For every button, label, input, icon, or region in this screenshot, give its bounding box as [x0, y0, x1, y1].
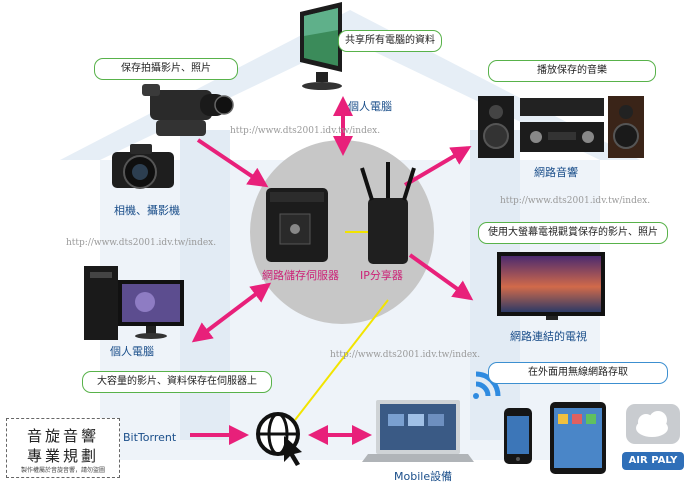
label-router: IP分享器 [360, 269, 403, 282]
logo-line-1: 音旋音響 [26, 427, 99, 445]
watermark-3: http://www.dts2001.idv.tw/index. [66, 238, 217, 248]
bubble-save-video-photo: 保存拍攝影片、照片 [94, 58, 238, 80]
bubble-watch-tv: 使用大螢幕電視觀賞保存的影片、照片 [478, 222, 668, 244]
label-airplay: AIR PALY [628, 455, 678, 466]
desktop-computer-icon [300, 2, 342, 90]
nas-server-icon [266, 188, 328, 262]
logo-line-2: 專業規劃 [26, 447, 99, 465]
watermark-4: http://www.dts2001.idv.tw/index. [330, 350, 481, 360]
hifi-speakers-icon [478, 96, 644, 158]
label-tv: 網路連結的電視 [510, 330, 587, 343]
label-nas: 網路儲存伺服器 [262, 269, 339, 282]
cloud-icon [622, 404, 684, 470]
desktop-tower-icon [84, 266, 184, 340]
watermark-1: http://www.dts2001.idv.tw/index. [230, 126, 381, 136]
label-mobile: Mobile設備 [394, 470, 453, 483]
watermark-2: http://www.dts2001.idv.tw/index. [500, 196, 651, 206]
amplifier-icon [520, 98, 604, 152]
label-audio: 網路音響 [534, 166, 578, 179]
bubble-play-music: 播放保存的音樂 [488, 60, 656, 82]
pink-arrows [190, 96, 474, 445]
dslr-camera-icon [112, 144, 174, 189]
tablet-icon [550, 402, 606, 474]
flat-tv-icon [497, 252, 605, 320]
camcorder-icon [142, 84, 234, 136]
smartphone-icon [504, 408, 532, 464]
bubble-outdoor-wireless: 在外面用無線網路存取 [488, 362, 668, 384]
bubble-save-large: 大容量的影片、資料保存在伺服器上 [82, 371, 272, 393]
bubble-share-all-pc: 共享所有電腦的資料 [338, 30, 442, 52]
label-pc-top: 個人電腦 [348, 100, 392, 113]
logo-copyright: 製作權屬於音旋音響，請勿盜圖 [20, 467, 105, 474]
label-bittorrent: BitTorrent [123, 431, 177, 444]
label-camera: 相機、攝影機 [114, 204, 180, 217]
laptop-icon [362, 400, 474, 462]
wifi-router-icon [360, 162, 416, 264]
globe-cursor-icon [256, 412, 302, 466]
label-pc-left: 個人電腦 [110, 345, 154, 358]
brand-logo-box: 音旋音響 專業規劃 製作權屬於音旋音響，請勿盜圖 [6, 418, 120, 478]
